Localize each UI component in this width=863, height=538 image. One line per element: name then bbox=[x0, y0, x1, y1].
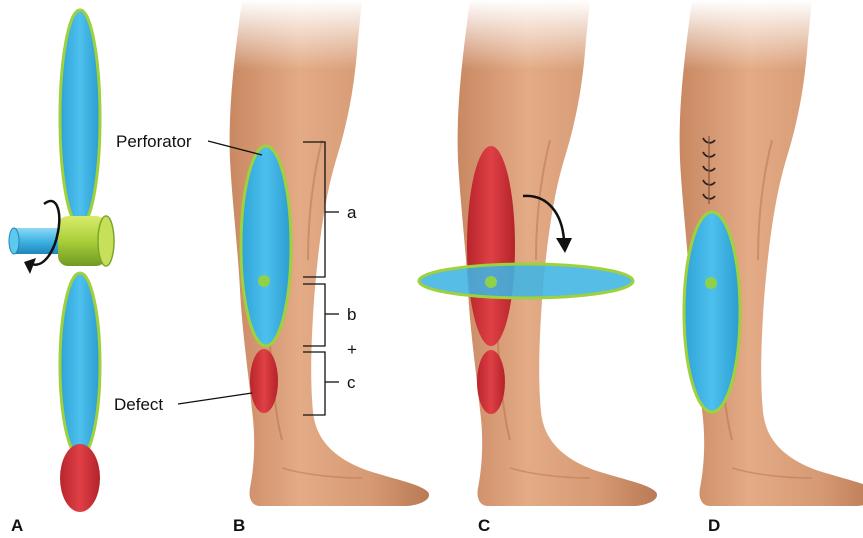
defect-b bbox=[250, 349, 278, 413]
panel-a-propeller-diagram bbox=[9, 10, 114, 512]
propeller-defect-tip bbox=[60, 444, 100, 512]
panel-b-leg-planning bbox=[178, 0, 432, 506]
rotation-arrowhead-c-icon bbox=[556, 238, 572, 253]
panel-label-a: A bbox=[11, 516, 23, 535]
plus-label: + bbox=[347, 340, 357, 359]
segment-c-label: c bbox=[347, 373, 356, 392]
propeller-blade-lower bbox=[60, 273, 100, 457]
raised-flap-outline-c bbox=[467, 146, 515, 346]
perforator-dot-d bbox=[705, 277, 717, 289]
segment-b-label: b bbox=[347, 305, 356, 324]
inset-flap-d bbox=[684, 212, 740, 412]
panel-label-d: D bbox=[708, 516, 720, 535]
panel-d-leg-inset bbox=[662, 0, 863, 506]
rotated-flap-c bbox=[419, 264, 633, 298]
panel-label-b: B bbox=[233, 516, 245, 535]
rotation-arrowhead-icon bbox=[24, 258, 36, 274]
panel-c-leg-rotation bbox=[419, 0, 660, 506]
defect-label: Defect bbox=[114, 395, 163, 414]
defect-c bbox=[477, 350, 505, 414]
flap-b bbox=[241, 146, 291, 346]
propeller-pivot-icon bbox=[9, 216, 114, 266]
panel-label-c: C bbox=[478, 516, 490, 535]
propeller-blade-upper bbox=[60, 10, 100, 226]
perforator-dot-c bbox=[485, 276, 497, 288]
perforator-dot-b bbox=[258, 275, 270, 287]
segment-a-label: a bbox=[347, 203, 357, 222]
perforator-label: Perforator bbox=[116, 132, 192, 151]
